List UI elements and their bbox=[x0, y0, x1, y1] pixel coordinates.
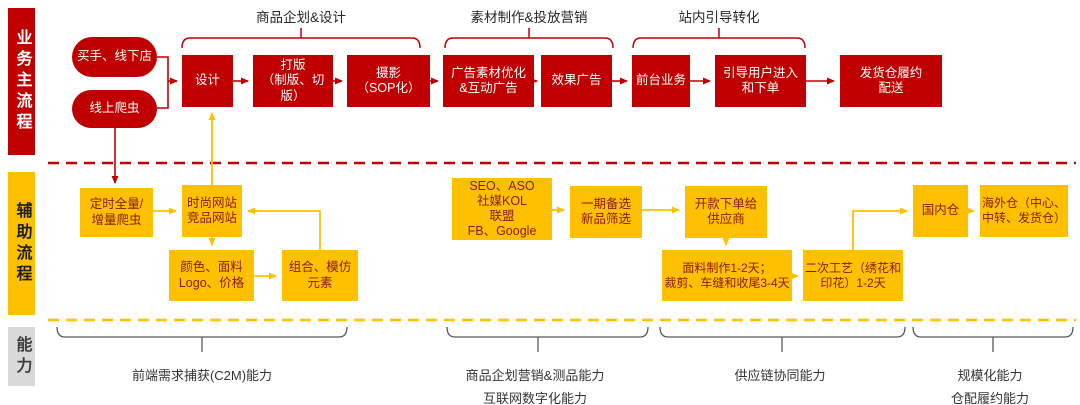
aux-domestic-warehouse: 国内仓 bbox=[913, 185, 968, 237]
step-ad-material: 广告素材优化 &互动广告 bbox=[443, 55, 534, 107]
aux-order-to-supplier: 开款下单给 供应商 bbox=[685, 186, 767, 238]
aux-marketing-channels: SEO、ASO 社媒KOL 联盟 FB、Google bbox=[452, 178, 552, 240]
aux-overseas-warehouse: 海外仓（中心、 中转、发货仓） bbox=[980, 185, 1068, 237]
step-pattern-making: 打版 （制版、切版） bbox=[253, 55, 333, 107]
top-group-brackets bbox=[181, 28, 806, 49]
main-flow-connectors bbox=[111, 56, 835, 184]
capability-supply-chain: 供应链协同能力 bbox=[734, 368, 826, 383]
aux-attributes: 颜色、面料 Logo、价格 bbox=[169, 250, 254, 301]
group-label-onsite-conversion: 站内引导转化 bbox=[678, 10, 760, 25]
aux-fabric-production: 面料制作1-2天； 裁剪、车缝和收尾3-4天 bbox=[662, 250, 792, 301]
lane-aux-process: 辅助流程 bbox=[8, 172, 35, 315]
aux-fashion-sites: 时尚网站 竞品网站 bbox=[182, 185, 242, 237]
aux-scheduled-crawler: 定时全量/ 增量爬虫 bbox=[80, 188, 153, 237]
lane-separators bbox=[48, 161, 1076, 322]
group-label-product-planning-design: 商品企划&设计 bbox=[255, 10, 346, 25]
aux-new-item-selection: 一期备选 新品筛选 bbox=[570, 186, 642, 238]
lane-capabilities: 能力 bbox=[8, 327, 35, 386]
step-fulfillment-delivery: 发货仓履约 配送 bbox=[840, 55, 942, 107]
step-photography: 摄影 （SOP化） bbox=[347, 55, 430, 107]
source-online-crawler: 线上爬虫 bbox=[72, 90, 157, 128]
lane-main-process: 业务主流程 bbox=[8, 8, 35, 155]
capability-scale-fulfillment: 规模化能力 仓配履约能力 bbox=[950, 368, 1029, 405]
step-design: 设计 bbox=[182, 55, 233, 107]
aux-secondary-craft: 二次工艺（绣花和 印花）1-2天 bbox=[803, 250, 903, 301]
capability-c2m: 前端需求捕获(C2M)能力 bbox=[131, 368, 273, 383]
step-performance-ads: 效果广告 bbox=[541, 55, 612, 107]
capability-planning-digital: 商品企划营销&测品能力 互联网数字化能力 bbox=[465, 368, 605, 405]
capability-brackets bbox=[56, 326, 1074, 352]
step-frontend-business: 前台业务 bbox=[632, 55, 690, 107]
aux-flow-connectors bbox=[153, 112, 975, 280]
step-guide-users-order: 引导用户进入 和下单 bbox=[715, 55, 806, 107]
group-label-material-marketing: 素材制作&投放营销 bbox=[470, 10, 588, 25]
aux-combine-imitate: 组合、模仿 元素 bbox=[282, 250, 358, 301]
source-buyer-offline-store: 买手、线下店 bbox=[72, 37, 157, 77]
